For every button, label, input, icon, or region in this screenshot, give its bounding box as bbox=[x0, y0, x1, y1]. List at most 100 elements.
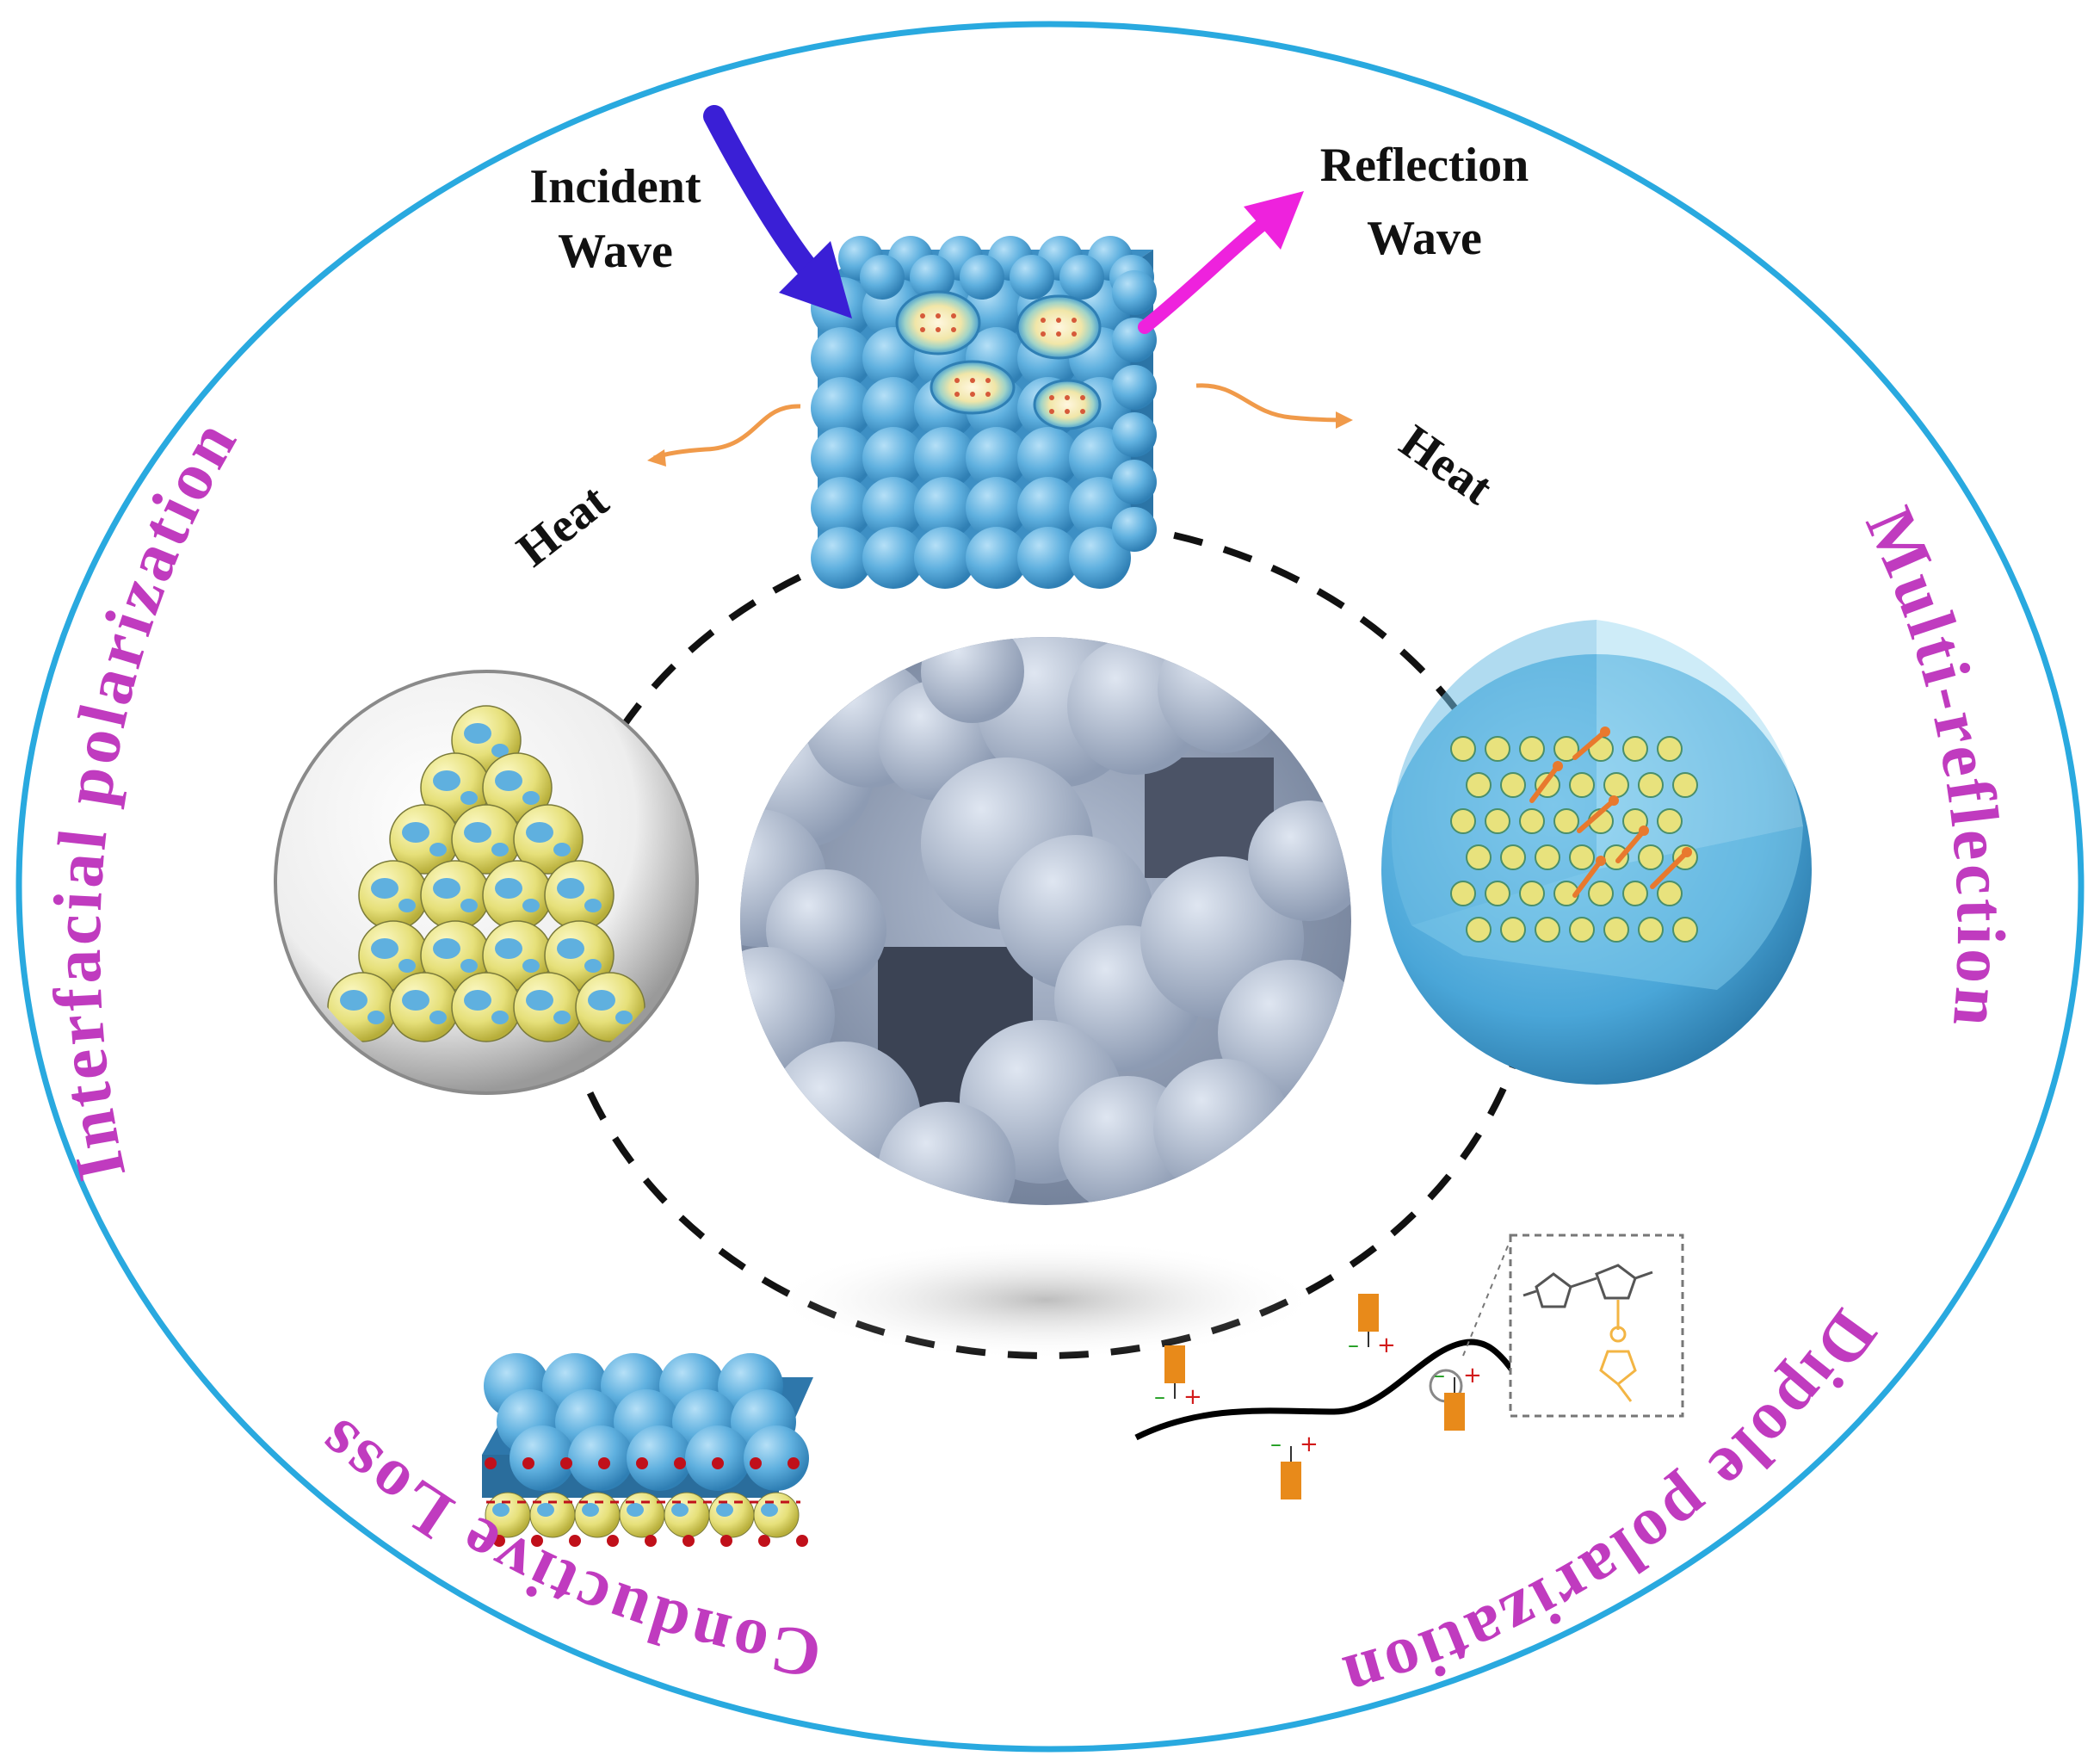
reflection-arrow bbox=[1138, 191, 1304, 334]
plus-sign: + bbox=[1377, 1332, 1396, 1358]
layered-particle-slab-icon bbox=[482, 1353, 813, 1547]
cube-pore-dot bbox=[1080, 409, 1085, 414]
inner-particle bbox=[1672, 772, 1698, 798]
cube-particle bbox=[1059, 255, 1104, 300]
heat-label-left: Heat bbox=[507, 474, 618, 578]
arrow-head bbox=[1609, 795, 1619, 806]
cube-pore-dot bbox=[951, 327, 956, 332]
cube-pore bbox=[1033, 379, 1102, 430]
sem-shadow bbox=[770, 1240, 1321, 1360]
charge-dot bbox=[636, 1457, 648, 1469]
blue-patch bbox=[761, 1503, 778, 1517]
multi-reflection-label: Multi-reflection bbox=[1851, 497, 2018, 1032]
plus-sign: + bbox=[1300, 1431, 1319, 1457]
cube-particle bbox=[966, 477, 1028, 539]
cube-particle bbox=[960, 255, 1004, 300]
blue-patch bbox=[402, 822, 429, 843]
cube-pore-dot bbox=[954, 392, 960, 397]
cube-particle bbox=[1017, 527, 1079, 589]
inner-particle bbox=[1603, 917, 1629, 943]
inner-particle bbox=[1519, 808, 1545, 834]
charge-dot bbox=[522, 1457, 534, 1469]
outer-ring bbox=[15, 21, 2085, 1753]
minus-sign: – bbox=[1270, 1431, 1282, 1457]
charge-dot bbox=[796, 1535, 808, 1547]
blue-patch bbox=[537, 1503, 554, 1517]
reflection-path-arrow bbox=[1529, 764, 1560, 803]
blue-patch bbox=[433, 878, 460, 899]
blue-patch bbox=[522, 959, 540, 973]
inner-particle bbox=[1500, 772, 1526, 798]
minus-sign: – bbox=[1154, 1384, 1165, 1410]
charge-dot bbox=[560, 1457, 572, 1469]
slab-yellow-particle bbox=[664, 1492, 710, 1538]
cube-particle bbox=[914, 527, 976, 589]
interfacial-polarization-label: Interfacial polarization bbox=[40, 405, 253, 1186]
blue-patch bbox=[492, 1503, 510, 1517]
minus-sign: – bbox=[1348, 1332, 1359, 1358]
slab-yellow-particle bbox=[619, 1492, 665, 1538]
inner-particle bbox=[1553, 736, 1579, 762]
cube-particle bbox=[811, 527, 873, 589]
slab-yellow-particle bbox=[708, 1492, 755, 1538]
inner-particle bbox=[1638, 772, 1664, 798]
inner-particle bbox=[1569, 917, 1595, 943]
cube-pore-dot bbox=[920, 327, 925, 332]
inner-particle bbox=[1657, 736, 1683, 762]
cube-particle bbox=[862, 527, 924, 589]
blue-patch bbox=[522, 791, 540, 805]
cube-particle bbox=[914, 427, 976, 489]
inner-particle bbox=[1450, 736, 1476, 762]
cube-particle bbox=[1112, 412, 1157, 457]
sem-micrograph-image bbox=[740, 637, 1351, 1205]
arrow-head bbox=[1600, 727, 1610, 737]
blue-patch bbox=[615, 1011, 633, 1024]
charge-dot bbox=[645, 1535, 657, 1547]
dipole-side-group bbox=[1358, 1294, 1379, 1332]
cube-pore-dot bbox=[936, 327, 941, 332]
cube-pore bbox=[930, 360, 1016, 415]
blue-patch bbox=[526, 822, 553, 843]
cube-pore-dot bbox=[970, 378, 975, 383]
reflection-path-arrow bbox=[1615, 828, 1646, 863]
cube-pore-dot bbox=[1072, 318, 1077, 323]
inner-particle bbox=[1569, 772, 1595, 798]
cube-pore-dot bbox=[970, 392, 975, 397]
blue-patch bbox=[627, 1503, 644, 1517]
blue-patch bbox=[495, 878, 522, 899]
cube-particle bbox=[1017, 427, 1079, 489]
inner-particle bbox=[1466, 772, 1492, 798]
heat-arrow-right bbox=[1195, 383, 1353, 429]
cube-particle bbox=[914, 477, 976, 539]
cube-particle bbox=[1069, 527, 1131, 589]
blue-patch bbox=[368, 1011, 385, 1024]
blue-patch bbox=[460, 959, 478, 973]
charge-dot bbox=[485, 1457, 497, 1469]
inner-particle bbox=[1500, 917, 1526, 943]
blue-patch bbox=[429, 1011, 447, 1024]
blue-patch bbox=[582, 1503, 599, 1517]
blue-patch bbox=[371, 938, 398, 959]
slab-yellow-particle bbox=[574, 1492, 621, 1538]
cube-pore-dot bbox=[1056, 318, 1061, 323]
blue-patch bbox=[557, 938, 584, 959]
cube-particle bbox=[966, 527, 1028, 589]
cube-pore-dot bbox=[1041, 318, 1046, 323]
inner-particle bbox=[1603, 844, 1629, 870]
inner-particle bbox=[1466, 917, 1492, 943]
blue-patch bbox=[491, 744, 509, 757]
inner-particle bbox=[1638, 917, 1664, 943]
cube-pore bbox=[895, 290, 981, 356]
blue-patch bbox=[553, 1011, 571, 1024]
blue-patch bbox=[553, 843, 571, 856]
charge-dot bbox=[569, 1535, 581, 1547]
inner-particle bbox=[1485, 736, 1510, 762]
cutaway-sphere-icon bbox=[1381, 620, 1812, 1085]
cube-pore-dot bbox=[954, 378, 960, 383]
charge-dot bbox=[674, 1457, 686, 1469]
inner-particle bbox=[1657, 881, 1683, 906]
blue-patch bbox=[671, 1503, 689, 1517]
arrow-head bbox=[1596, 856, 1606, 866]
cube-particle bbox=[1017, 477, 1079, 539]
blue-patch bbox=[429, 843, 447, 856]
